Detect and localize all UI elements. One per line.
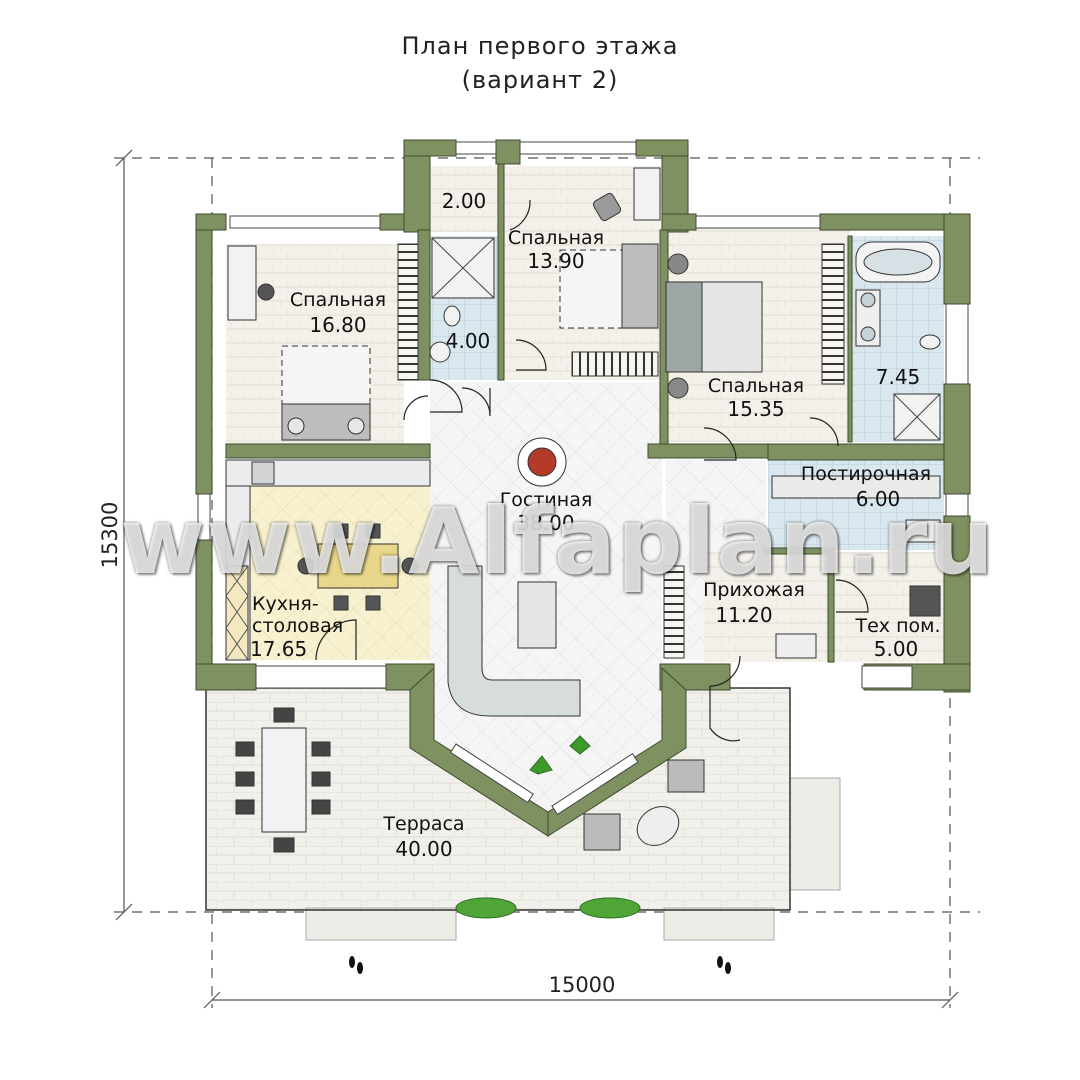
wall-left-upper [195,213,213,495]
room-area-kitchen: 17.65 [250,637,307,661]
wall-right-lower [943,515,971,693]
room-name-kitchen: Кухня- столовая [252,593,343,637]
room-area-tech: 5.00 [874,637,919,661]
room-name-laundry: Постирочная [801,463,931,485]
room-area-bathroom-right: 7.45 [876,365,921,389]
stairs [397,243,845,659]
plan-title: План первого этажа [401,32,679,60]
room-area-bedroom-center: 13.90 [527,249,584,273]
dimension-height: 15300 [98,502,122,569]
room-name-bedroom-right: Спальная [708,375,804,397]
walls [195,139,971,837]
room-area-bathroom-small: 4.00 [446,329,491,353]
room-name-terrace: Терраса [382,813,464,835]
terrace-shrubs [455,897,641,919]
furniture [225,167,941,853]
room-name-tech: Тех пом. [855,615,941,637]
floor-closet [430,166,502,232]
room-name-living: Гостиная [500,489,593,511]
room-name-bedroom-left: Спальная [290,289,386,311]
room-area-bedroom-left: 16.80 [309,313,366,337]
room-name-bedroom-center: Спальная [508,227,604,249]
entrance-footprints [349,956,731,974]
room-area-laundry: 6.00 [856,487,901,511]
room-area-living: 38.00 [517,511,574,535]
dimension-width: 15000 [549,973,616,997]
doors [315,199,869,742]
windows [197,141,969,816]
room-area-hall: 11.20 [715,603,772,627]
plan-subtitle: (вариант 2) [461,66,619,94]
room-area-closet: 2.00 [442,189,487,213]
room-name-hall: Прихожая [703,579,805,601]
room-area-terrace: 40.00 [395,837,452,861]
room-area-bedroom-right: 15.35 [727,397,784,421]
room-labels: 2.00 Спальная 13.90 Спальная 16.80 4.00 … [250,189,941,861]
